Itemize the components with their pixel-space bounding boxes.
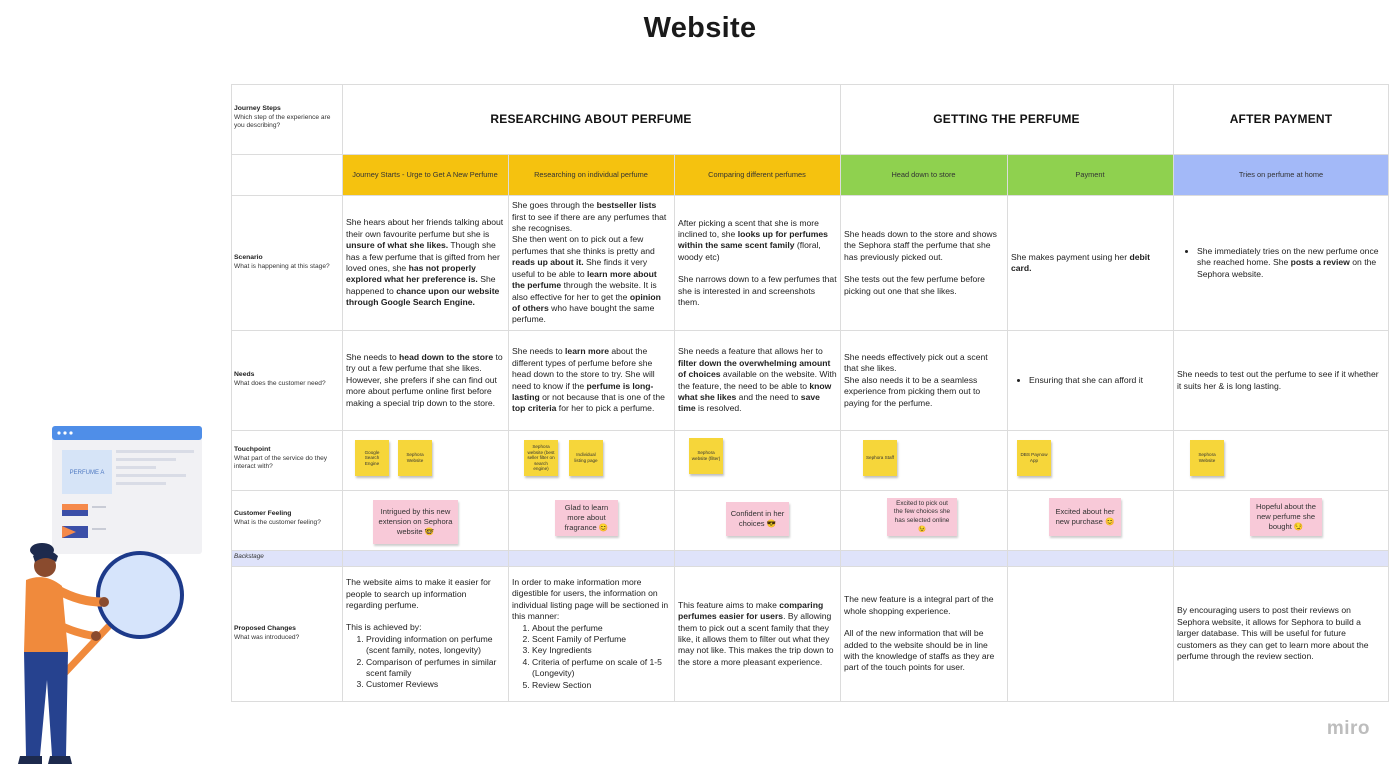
phase-researching: RESEARCHING ABOUT PERFUME bbox=[490, 112, 692, 126]
scenario-cell-4: She heads down to the store and shows th… bbox=[844, 228, 997, 296]
grid-line bbox=[231, 550, 1389, 551]
sticky-note: Sephora Website bbox=[1190, 440, 1224, 476]
needs-cell-2: She needs to learn more about the differ… bbox=[512, 346, 665, 414]
grid-line bbox=[231, 195, 1389, 196]
sticky-note: Sephora Website bbox=[398, 440, 432, 476]
grid-line bbox=[231, 84, 232, 702]
feeling-note: Intrigued by this new extension on Sepho… bbox=[373, 500, 458, 544]
proposed-cell-4: The new feature is a integral part of th… bbox=[844, 594, 995, 673]
feeling-note: Excited about her new purchase 😊 bbox=[1049, 498, 1121, 536]
magnifier-illustration bbox=[56, 551, 184, 682]
step-head-to-store: Head down to store bbox=[891, 170, 956, 179]
grid-line bbox=[231, 330, 1389, 331]
getting-step-band bbox=[840, 154, 1173, 195]
grid-line bbox=[840, 84, 841, 702]
sticky-note: Google Search Engine bbox=[355, 440, 389, 476]
sticky-note: DBS Paynow App bbox=[1017, 440, 1051, 476]
sticky-note: Sephora website (filter) bbox=[689, 438, 723, 474]
grid-line bbox=[231, 154, 1389, 155]
grid-line bbox=[231, 566, 1389, 567]
grid-line bbox=[1007, 154, 1008, 702]
sticky-note: Sephora website (best seller filter on s… bbox=[524, 440, 558, 476]
scenario-cell-3: After picking a scent that she is more i… bbox=[678, 217, 837, 308]
grid-line bbox=[231, 490, 1389, 491]
needs-cell-1: She needs to head down to the store to t… bbox=[346, 351, 503, 408]
proposed-cell-3: This feature aims to make comparing perf… bbox=[678, 599, 834, 667]
feeling-note: Hopeful about the new perfume she bought… bbox=[1250, 498, 1322, 536]
grid-line bbox=[508, 154, 509, 702]
researcher-illustration: PERFUME A bbox=[18, 426, 202, 764]
sticky-note: Sephora Staff bbox=[863, 440, 897, 476]
phase-after-payment: AFTER PAYMENT bbox=[1229, 112, 1333, 126]
step-payment: Payment bbox=[1075, 170, 1105, 179]
needs-cell-6: She needs to test out the perfume to see… bbox=[1177, 369, 1379, 391]
grid-line bbox=[1173, 84, 1174, 702]
needs-cell-4: She needs effectively pick out a scent t… bbox=[844, 351, 988, 408]
backstage-band bbox=[231, 550, 1389, 566]
step-researching: Researching on individual perfume bbox=[534, 170, 648, 179]
page-title: Website bbox=[643, 12, 757, 44]
browser-card-illustration: PERFUME A bbox=[52, 426, 202, 554]
after-step-band bbox=[1173, 154, 1389, 195]
grid-line bbox=[231, 430, 1389, 431]
needs-cell-3: She needs a feature that allows her to f… bbox=[678, 346, 837, 414]
grid-line bbox=[342, 84, 343, 702]
scenario-cell-6: She immediately tries on the new perfume… bbox=[1174, 196, 1388, 330]
grid-line bbox=[674, 154, 675, 702]
scenario-cell-5: She makes payment using her debit card. bbox=[1011, 251, 1150, 273]
grid-line bbox=[231, 84, 1389, 85]
step-tries-at-home: Tries on perfume at home bbox=[1238, 170, 1324, 179]
scenario-cell-1: She hears about her friends talking abou… bbox=[346, 217, 504, 308]
miro-logo: miro bbox=[1326, 718, 1370, 739]
feeling-note: Glad to learn more about fragrance 😊 bbox=[555, 500, 618, 536]
phase-getting: GETTING THE PERFUME bbox=[933, 112, 1080, 126]
grid-line bbox=[1388, 84, 1389, 702]
person-illustration bbox=[18, 543, 109, 764]
step-comparing: Comparing different perfumes bbox=[708, 170, 806, 179]
scenario-cell-2: She goes through the bestseller lists fi… bbox=[512, 200, 667, 325]
perfume-card-label: PERFUME A bbox=[70, 470, 105, 476]
proposed-cell-2: In order to make information more digest… bbox=[509, 567, 674, 701]
feeling-note: Confident in her choices 😎 bbox=[726, 502, 789, 536]
feeling-note: Excited to pick out the few choices she … bbox=[887, 498, 957, 536]
proposed-cell-1: The website aims to make it easier for p… bbox=[343, 567, 508, 701]
sticky-note: Individual listing page bbox=[569, 440, 603, 476]
step-journey-starts: Journey Starts - Urge to Get A New Perfu… bbox=[352, 170, 498, 179]
backstage-label: Backstage bbox=[234, 553, 264, 560]
grid-line bbox=[231, 701, 1389, 702]
researching-step-band bbox=[342, 154, 840, 195]
proposed-cell-6: By encouraging users to post their revie… bbox=[1177, 605, 1369, 662]
needs-cell-5: Ensuring that she can afford it bbox=[1008, 331, 1173, 430]
